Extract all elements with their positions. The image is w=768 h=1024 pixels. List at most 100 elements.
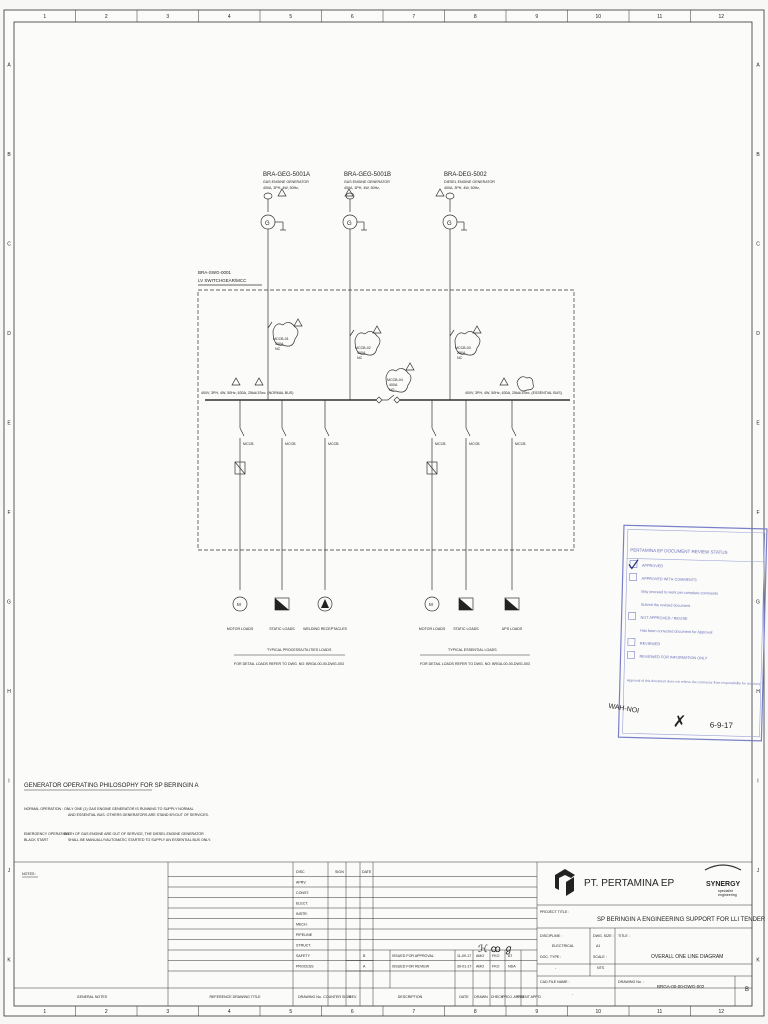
breaker-state: NC xyxy=(357,356,363,360)
zone-label: 11 xyxy=(657,1009,662,1015)
zone-label: F xyxy=(7,510,10,516)
generator-desc: GAS ENGINE GENERATOR xyxy=(263,180,309,184)
zone-label: E xyxy=(756,421,760,427)
philosophy-text: AND ESSENTIAL BUS. OTHERS GENERATORS ARE… xyxy=(68,813,209,817)
discipline-label: MECH. xyxy=(296,923,308,927)
zone-label: C xyxy=(7,242,11,248)
check-mark-icon xyxy=(628,559,639,570)
revision-cell: FKO xyxy=(492,954,500,958)
sign-head: DATE xyxy=(362,870,372,874)
philosophy-title: GENERATOR OPERATING PHILOSOPHY FOR SP BE… xyxy=(24,783,198,789)
zone-label: J xyxy=(8,868,11,874)
stamp-option: REVIEWED xyxy=(640,642,661,647)
revision-cell: FKO xyxy=(492,965,500,969)
revision-cell: ISSUED FOR REVIEW xyxy=(392,965,430,969)
drawing-title: OVERALL ONE LINE DIAGRAM xyxy=(651,954,723,960)
stamp-initial: ✗ xyxy=(673,714,687,731)
stamp-checkbox xyxy=(629,560,638,568)
revision-cell: AMO xyxy=(476,954,484,958)
zone-label: 5 xyxy=(289,1009,292,1015)
breaker-name: MCCB-02 xyxy=(355,346,371,350)
philosophy-text: : ONLY ONE (1) GAS ENGINE GENERATOR IS R… xyxy=(62,807,194,811)
zone-label: 9 xyxy=(535,1009,538,1015)
generator-desc: GAS ENGINE GENERATOR xyxy=(344,180,390,184)
load-label: MOTOR LOADS xyxy=(419,627,446,631)
stamp-option: APPROVED WITH COMMENTS xyxy=(642,577,698,582)
load-label: UPS LOADS xyxy=(502,627,523,631)
revision-cell: 11-09-17 xyxy=(457,954,471,958)
motor-symbol: M xyxy=(237,602,241,607)
switchgear-name: LV SWITCHGEAR/MCC xyxy=(198,278,247,283)
feeder-label: MCCB xyxy=(285,442,296,446)
revision-cell: ISSUED FOR APPROVAL xyxy=(392,954,434,958)
scale-value: NTS xyxy=(597,966,605,970)
stamp-date: 6-9-17 xyxy=(710,721,734,731)
stamp-option: Submit the revised document xyxy=(641,603,691,608)
philosophy-label: NORMAL OPERATION xyxy=(24,807,62,811)
zone-label: 11 xyxy=(657,14,662,20)
zone-label: C xyxy=(756,242,760,248)
stamp-option: REVIEWED FOR INFORMATION ONLY xyxy=(639,655,707,661)
zone-label: K xyxy=(7,957,11,963)
generator-tag: BRA-DEG-5002 xyxy=(444,172,487,178)
essential-bus-label: 400V, 3PH, 4W, 50Hz, 630A, 25kA/1Sec. (E… xyxy=(465,391,562,395)
zone-label: A xyxy=(756,63,760,69)
generator-rating: 400A, 3PH, 4W, 50Hz, xyxy=(263,186,299,190)
note-left-ref: FOR DETAIL LOADS REFER TO DWG. NO: BRGA-… xyxy=(234,662,344,666)
feeder: MCCB WELDING RECEPTACLES xyxy=(303,400,348,631)
drawing-no-label: DRAWING No. : xyxy=(618,980,644,984)
outer-border xyxy=(3,9,765,1017)
review-stamp: PERTAMINA EP DOCUMENT REVIEW STATUS APPR… xyxy=(608,524,768,742)
revision-cell: A xyxy=(363,965,366,969)
zone-label: I xyxy=(8,778,9,784)
tie-state: NO xyxy=(389,388,395,392)
footer-head: CLIENT APP'D xyxy=(517,995,541,999)
discipline-label: PIPELINE xyxy=(296,933,313,937)
zone-label: B xyxy=(756,152,760,158)
philosophy-label: BLACK START xyxy=(24,838,49,842)
load-label: WELDING RECEPTACLES xyxy=(303,627,347,631)
switchgear-tag: BRA-SWG-0001 xyxy=(198,270,232,275)
doc-type-label: DOC. TYPE : xyxy=(540,955,561,959)
zone-label: 8 xyxy=(474,14,477,20)
breaker-rating: 400A xyxy=(357,351,366,355)
synergy-logo-icon xyxy=(704,864,742,871)
tie-rating: 400A xyxy=(389,383,398,387)
generator-diesel: BRA-DEG-5002 DIESEL ENGINE GENERATOR 400… xyxy=(442,172,495,400)
load-label: STATIC LOADS xyxy=(269,627,295,631)
discipline-label: DISCIPLINE : xyxy=(540,934,562,938)
zone-label: 2 xyxy=(105,1009,108,1015)
revision-cell: NDA xyxy=(508,965,516,969)
zone-label: 5 xyxy=(289,14,292,20)
zone-label: G xyxy=(7,599,11,605)
incomer-breaker-3: MCCB-03 250A NC xyxy=(449,325,482,360)
revision-cell: 30-01-17 xyxy=(457,965,471,969)
breaker-name: MCCB-03 xyxy=(455,346,471,350)
feeder-label: MCCB xyxy=(328,442,339,446)
incomer-breaker-1: MCCB-01 400A NC xyxy=(267,318,303,351)
motor-icon xyxy=(424,596,440,612)
discipline-label: PROCESS xyxy=(296,965,314,969)
one-line-diagram: BRA-GEG-5001A GAS ENGINE GENERATOR 400A,… xyxy=(197,172,575,631)
project-title: SP BERINGIN A ENGINEERING SUPPORT FOR LL… xyxy=(597,917,766,923)
zone-label: H xyxy=(7,689,11,695)
revision-cell: AMO xyxy=(476,965,484,969)
zone-label: 10 xyxy=(595,14,601,20)
zone-label: D xyxy=(7,331,11,337)
philosophy-block: GENERATOR OPERATING PHILOSOPHY FOR SP BE… xyxy=(24,783,211,842)
zone-label: G xyxy=(756,599,760,605)
motor-icon xyxy=(232,596,248,612)
discipline-label: SAFETY xyxy=(296,954,311,958)
load-label: MOTOR LOADS xyxy=(227,627,254,631)
zone-label: 4 xyxy=(228,14,231,20)
zone-label: 7 xyxy=(412,1009,415,1015)
zone-label: 1 xyxy=(43,14,46,20)
handwritten-initials: ℋ ꝏ ℊ xyxy=(478,944,514,955)
